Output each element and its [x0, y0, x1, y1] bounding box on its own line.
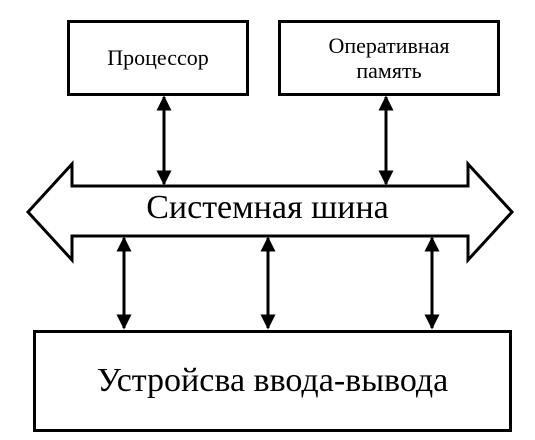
system-bus-arrow: [25, 160, 515, 264]
io-label: Устройсва ввода-вывода: [96, 362, 449, 399]
ram-node: Оперативная память: [278, 20, 500, 96]
cpu-label: Процессор: [107, 45, 209, 71]
ram-label: Оперативная память: [328, 32, 450, 83]
bus-label: Системная шина: [146, 189, 389, 226]
io-node: Устройсва ввода-вывода: [33, 330, 512, 432]
cpu-node: Процессор: [67, 20, 249, 96]
